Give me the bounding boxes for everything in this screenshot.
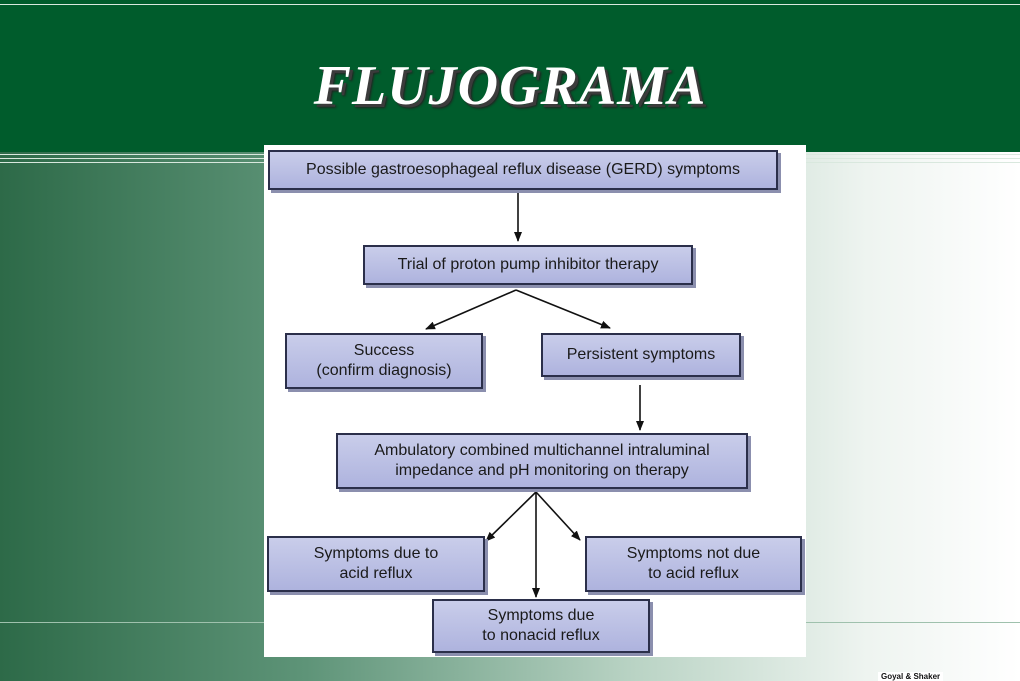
arrow-ppi-to-success	[425, 289, 517, 330]
top-rule	[0, 4, 1020, 5]
source-credit: Goyal & Shaker	[878, 672, 944, 681]
node-not-acid-reflux: Symptoms not due to acid reflux	[585, 536, 802, 592]
node-nonacid-reflux: Symptoms due to nonacid reflux	[432, 599, 650, 653]
arrow-ambulatory-to-not-acid	[535, 491, 581, 541]
node-success: Success (confirm diagnosis)	[285, 333, 483, 389]
node-ppi-trial: Trial of proton pump inhibitor therapy	[363, 245, 693, 285]
title-banner	[0, 0, 1020, 152]
flowchart-connectors	[425, 193, 644, 598]
node-ambulatory-monitoring: Ambulatory combined multichannel intralu…	[336, 433, 748, 489]
node-acid-reflux: Symptoms due to acid reflux	[267, 536, 485, 592]
arrow-ppi-to-persistent	[515, 289, 611, 329]
flowchart-panel: Possible gastroesophageal reflux disease…	[264, 145, 806, 657]
slide-title: FLUJOGRAMA	[313, 55, 707, 117]
arrow-ambulatory-to-acid	[485, 491, 537, 542]
node-persistent-symptoms: Persistent symptoms	[541, 333, 741, 377]
node-gerd-symptoms: Possible gastroesophageal reflux disease…	[268, 150, 778, 190]
